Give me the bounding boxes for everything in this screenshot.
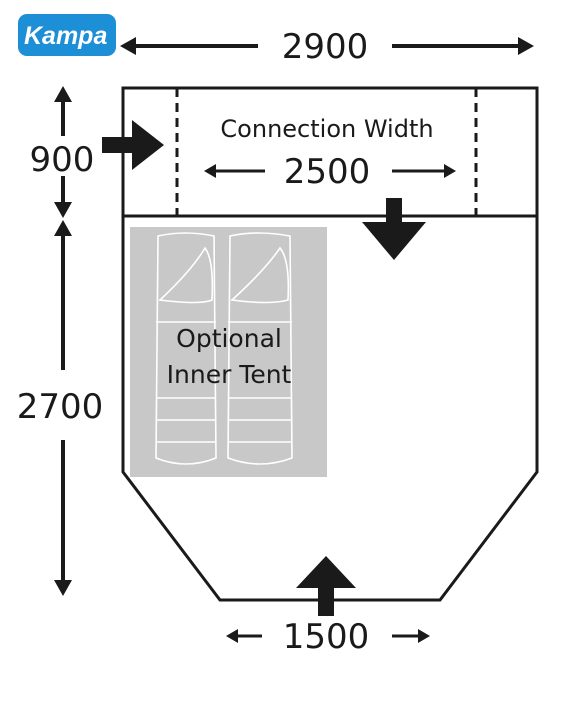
connection-depth-value: 900 (30, 140, 95, 180)
overall-width-dimension: 2900 (120, 27, 534, 67)
connection-depth-dimension: 900 (30, 86, 95, 218)
inner-tent-label-line1: Optional (176, 324, 282, 353)
awning-depth-value: 2700 (17, 387, 104, 427)
down-entry-arrow-icon (362, 198, 426, 260)
sleeping-bag-icon (155, 232, 217, 465)
front-entry-arrow-icon (296, 556, 356, 616)
side-entry-arrow-icon (102, 120, 164, 170)
optional-inner-tent: Optional Inner Tent (130, 227, 327, 477)
sleeping-bag-icon (227, 232, 293, 465)
logo-text: Kampa (24, 22, 107, 50)
kampa-logo: Kampa (18, 14, 116, 56)
awning-depth-dimension: 2700 (17, 220, 104, 596)
front-width-value: 1500 (283, 617, 370, 657)
logo-badge (18, 14, 116, 56)
connection-width-label: Connection Width (220, 115, 433, 143)
awning-outline (121, 86, 539, 602)
inner-tent-label-line2: Inner Tent (167, 360, 292, 389)
front-width-dimension: 1500 (226, 617, 430, 657)
connection-width-dimension: 2500 (204, 152, 456, 192)
connection-width-value: 2500 (284, 152, 371, 192)
overall-width-value: 2900 (282, 27, 369, 67)
